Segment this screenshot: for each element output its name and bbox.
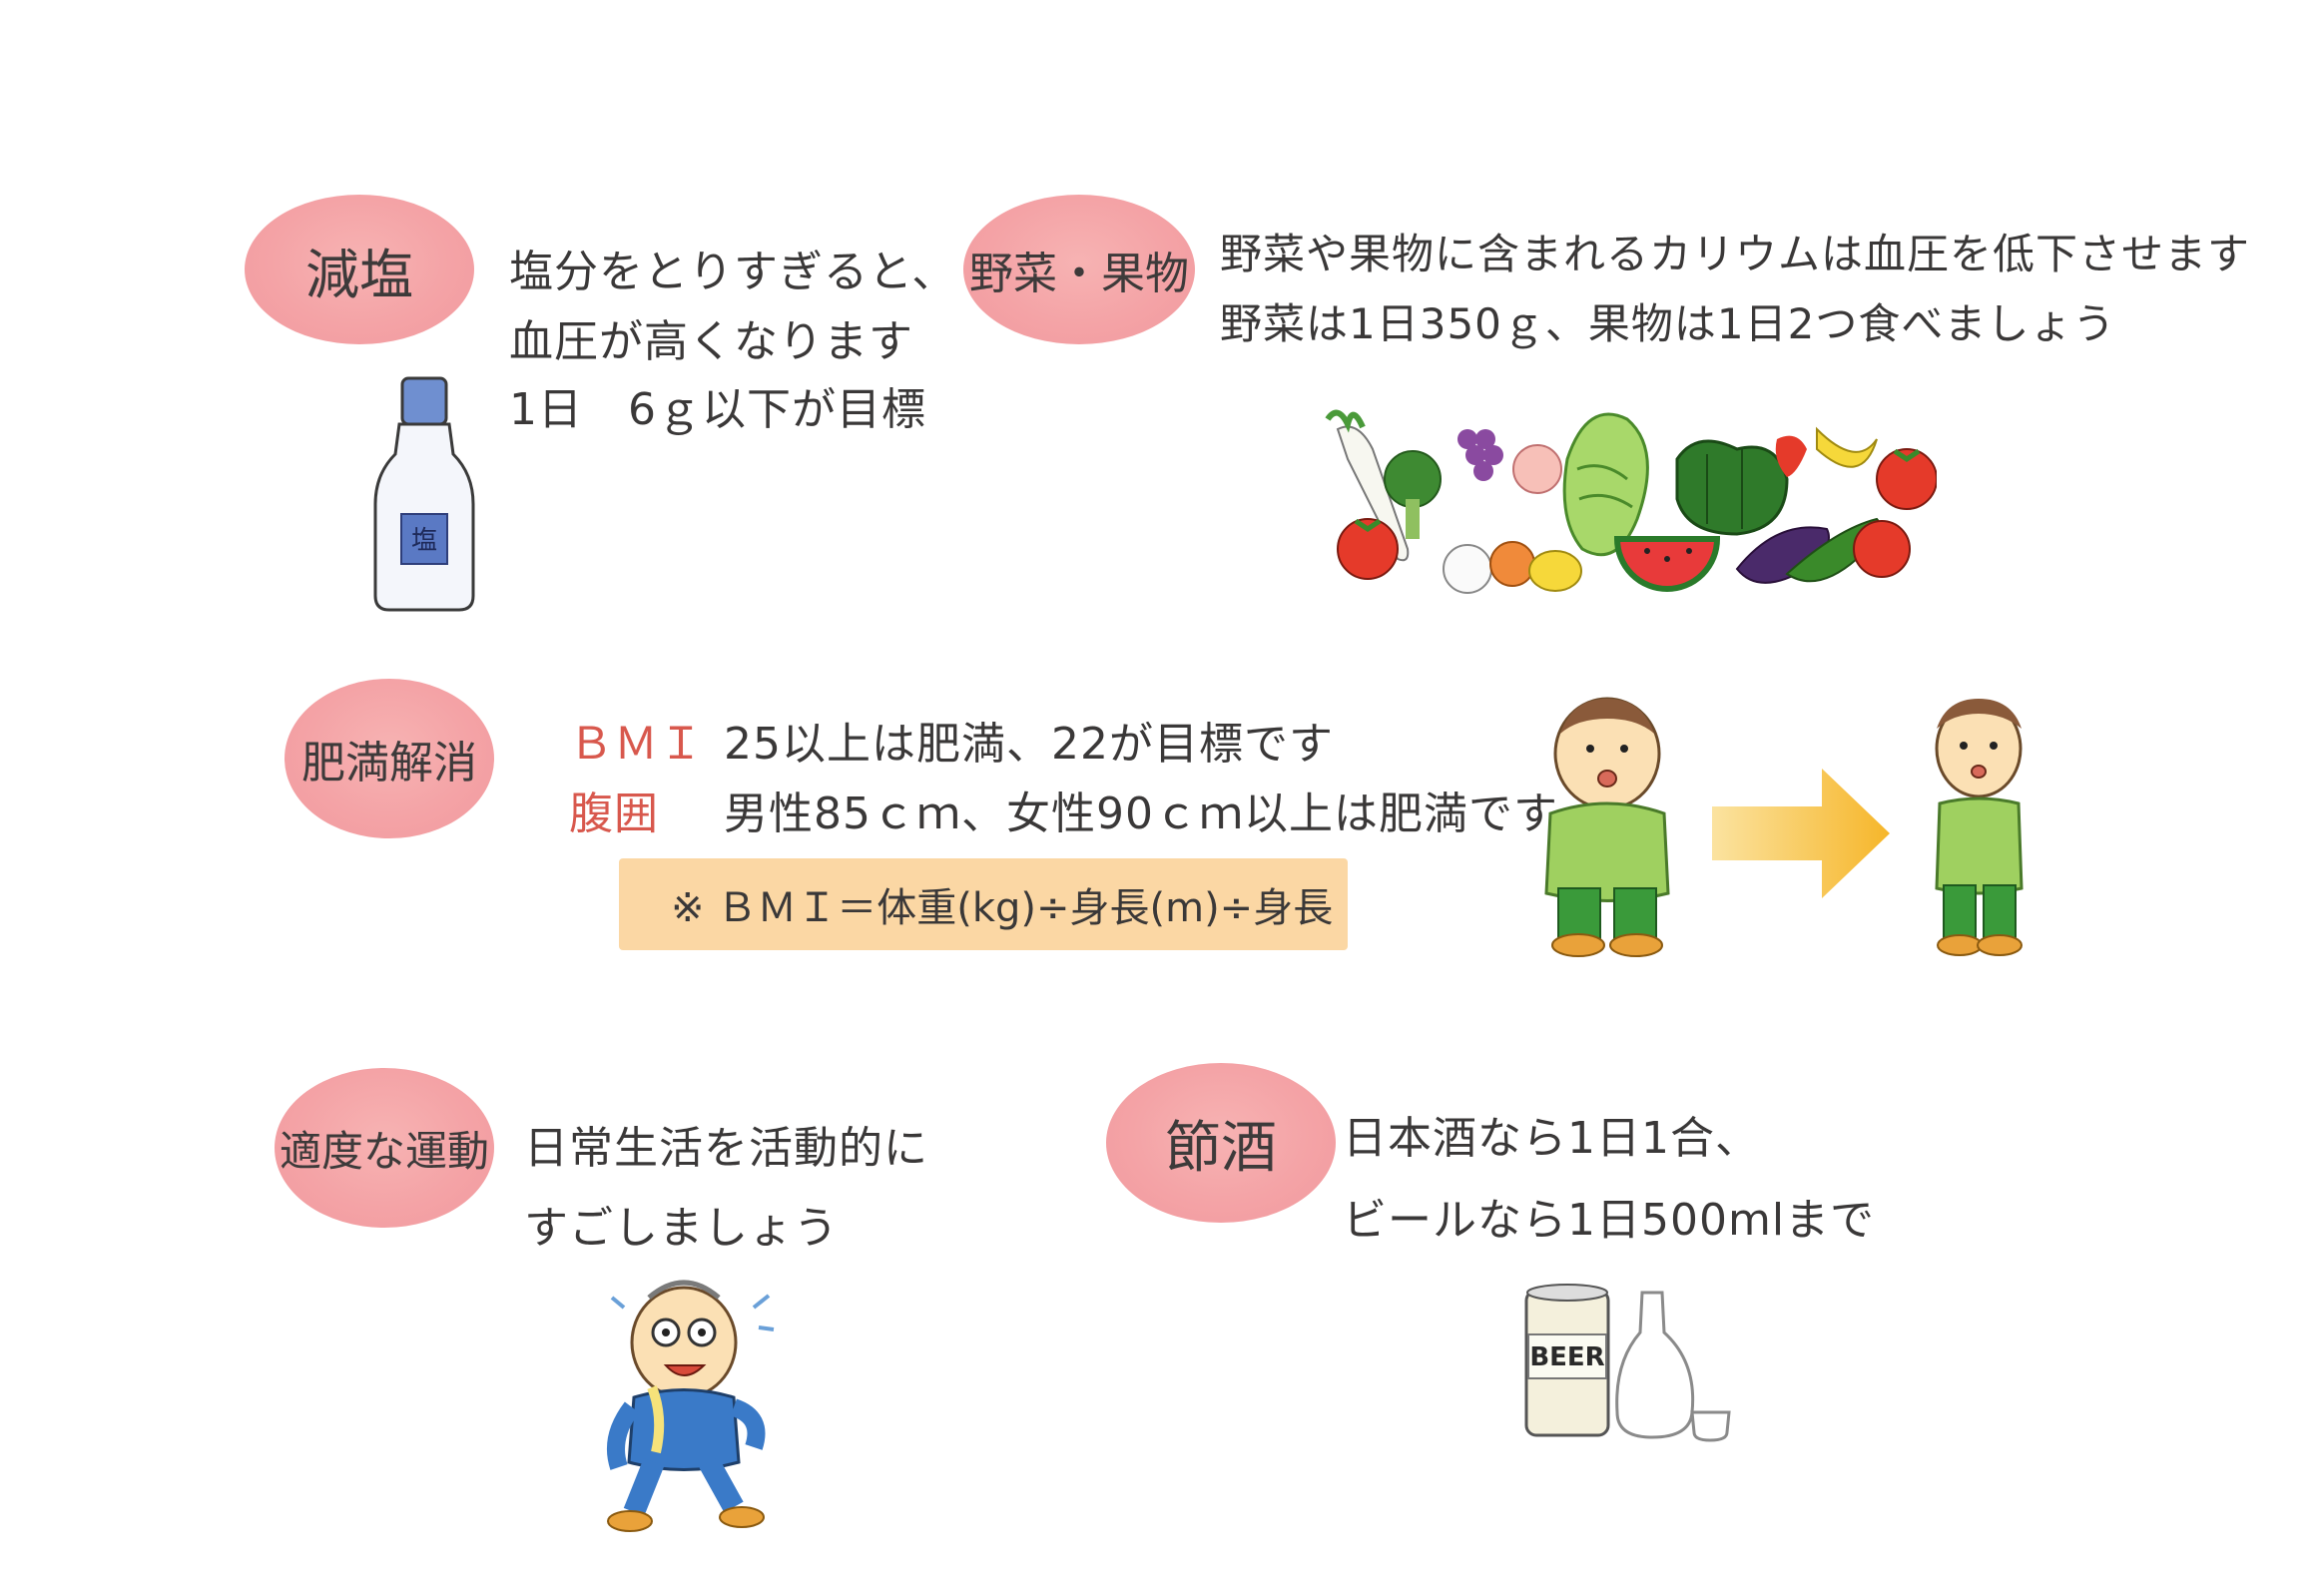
beer-can-and-sake-illustration: BEER <box>1522 1283 1747 1442</box>
bmi-label: ＢＭＩ <box>569 719 704 770</box>
exercise-title: 適度な運動 <box>279 1126 489 1176</box>
veg-line-2: 野菜は1日350ｇ、果物は1日2つ食べましょう <box>1220 299 2116 348</box>
salt-bottle-label: 塩 <box>411 526 437 556</box>
salt-reduction-badge: 減塩 <box>245 195 474 344</box>
moderate-drinking-badge: 節酒 <box>1106 1063 1336 1223</box>
salt-line-3: 1日 6ｇ以下が目標 <box>509 384 926 435</box>
obesity-badge: 肥満解消 <box>285 679 494 838</box>
waist-text: 男性85ｃｍ、女性90ｃｍ以上は肥満です <box>724 789 1558 839</box>
moderate-drinking-title: 節酒 <box>1165 1115 1277 1181</box>
exercising-man-illustration <box>604 1268 779 1537</box>
obesity-title: 肥満解消 <box>301 738 477 789</box>
exercise-badge: 適度な運動 <box>275 1068 494 1228</box>
salt-line-2: 血圧が高くなります <box>509 316 913 367</box>
veg-line-1: 野菜や果物に含まれるカリウムは血圧を低下させます <box>1220 230 2251 278</box>
overweight-man-illustration <box>1542 694 1672 958</box>
bmi-text: 25以上は肥満、22が目標です <box>724 719 1334 770</box>
bmi-formula-box: ※ ＢＭＩ＝体重(kg)÷身長(m)÷身長 <box>619 858 1348 950</box>
vegetables-fruits-badge: 野菜・果物 <box>963 195 1195 344</box>
vegetables-fruits-illustration <box>1318 399 1937 599</box>
exercise-line-1: 日常生活を活動的に <box>524 1123 928 1174</box>
beer-can-label: BEER <box>1529 1342 1604 1372</box>
alcohol-line-1: 日本酒なら1日1合、 <box>1343 1113 1760 1164</box>
alcohol-line-2: ビールなら1日500mlまで <box>1343 1195 1876 1246</box>
salt-line-1: 塩分をとりすぎると、 <box>509 247 957 297</box>
salt-reduction-title: 減塩 <box>305 243 413 306</box>
vegetables-fruits-title: 野菜・果物 <box>969 249 1189 299</box>
salt-bottle-illustration: 塩 <box>369 374 479 614</box>
arrow-right-icon <box>1712 769 1892 898</box>
exercise-line-2: すごしましょう <box>524 1203 839 1254</box>
slim-man-illustration <box>1922 694 2036 958</box>
waist-label: 腹囲 <box>569 789 659 839</box>
bmi-formula: ※ ＢＭＩ＝体重(kg)÷身長(m)÷身長 <box>671 885 1334 931</box>
